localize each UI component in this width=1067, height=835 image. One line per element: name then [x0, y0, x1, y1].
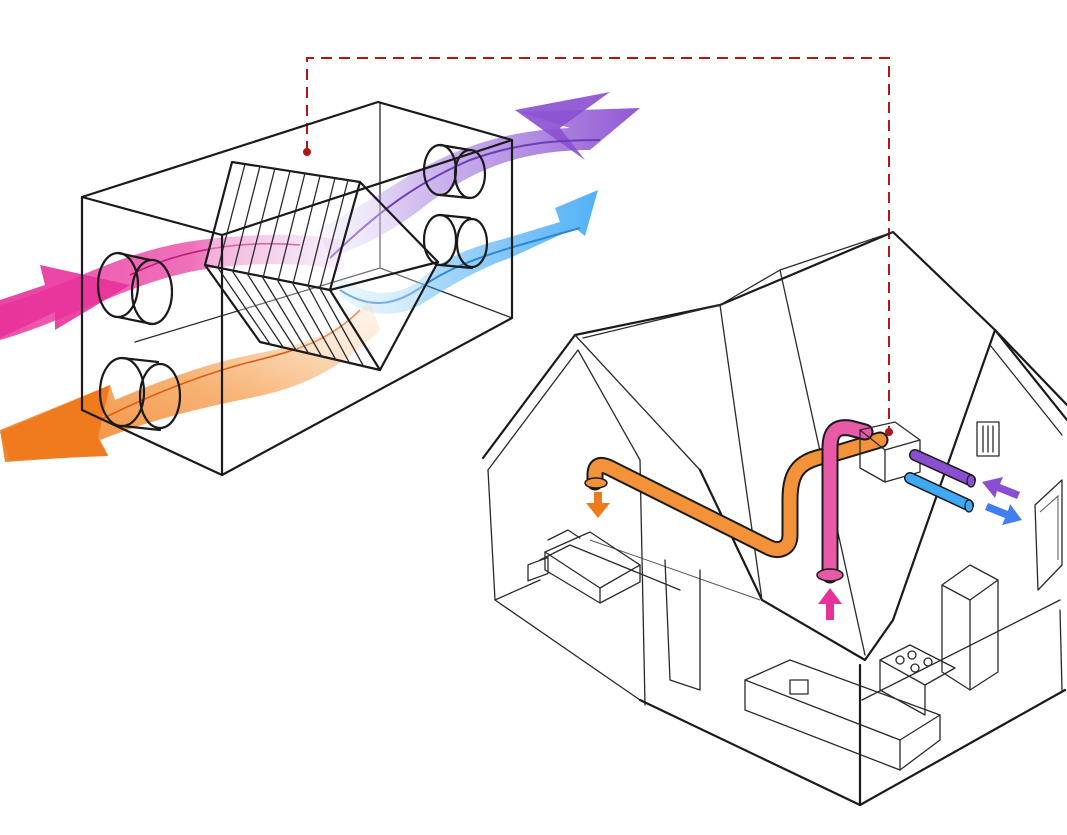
duct-port-right-lower: [422, 213, 489, 270]
stove-icon: [879, 644, 956, 716]
duct-port-right-upper: [422, 143, 487, 200]
fridge-icon: [941, 564, 999, 691]
duct-port-left-upper: [96, 251, 174, 326]
house-cutaway-icon: [481, 230, 1067, 807]
door-icon: [1034, 479, 1063, 591]
supply-out-arrow: [985, 503, 1022, 525]
outside-ducts: [904, 449, 1022, 525]
hrv-unit-exploded: [0, 92, 640, 477]
hrv-unit-icon: [859, 421, 921, 483]
hrv-box-outline: [80, 100, 514, 477]
fresh-air-arrowhead: [515, 92, 610, 160]
supply-air-flow: [340, 190, 598, 314]
exhaust-arrowhead: [0, 385, 110, 460]
exhaust-duct: [584, 431, 889, 558]
exhaust-down-arrow: [586, 492, 610, 518]
window-icon: [976, 421, 1000, 457]
duct-port-left-lower: [98, 356, 182, 432]
crossflow-core-icon: [203, 160, 440, 372]
supply-up-arrow: [818, 588, 842, 620]
kitchen-counter-icon: [744, 659, 941, 771]
leader-line: [303, 57, 893, 436]
bed-icon: [527, 529, 641, 604]
fresh-air-in-arrow: [982, 477, 1020, 499]
supply-duct: [816, 419, 874, 620]
